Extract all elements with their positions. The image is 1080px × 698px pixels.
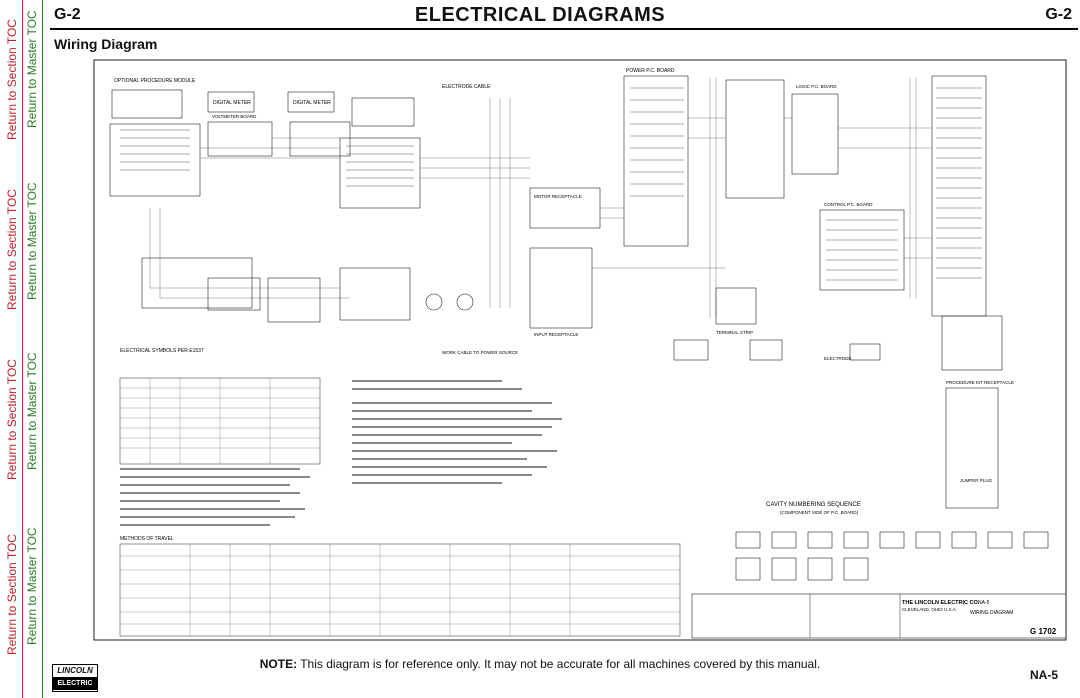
voltmeter-board-label: VOLTMETER BOARD	[212, 114, 257, 119]
reference-note: NOTE: This diagram is for reference only…	[0, 657, 1080, 671]
notes-block	[352, 380, 562, 484]
lincoln-electric-logo: LINCOLN ELECTRIC	[52, 664, 98, 692]
wiring-diagram: OPTIONAL PROCEDURE MODULE DIGITAL METER …	[90, 58, 1072, 648]
section-title: Wiring Diagram	[54, 36, 158, 52]
reference-note-text: This diagram is for reference only. It m…	[300, 657, 821, 671]
page-number: NA-5	[1029, 668, 1058, 682]
symbols-title: ELECTRICAL SYMBOLS PER E1537	[120, 348, 204, 354]
return-to-section-toc-link-1[interactable]: Return to Section TOC	[5, 19, 19, 140]
page-title: ELECTRICAL DIAGRAMS	[414, 4, 666, 26]
wiring-harness	[149, 78, 932, 318]
digital-meter-right: DIGITAL METER	[287, 91, 351, 157]
page-code-left: G-2	[54, 6, 81, 23]
control-pc-board-label: CONTROL P.C. BOARD	[824, 202, 873, 207]
title-block-drawing: WIRING DIAGRAM	[970, 610, 1013, 616]
header-rule	[50, 28, 1078, 30]
work-cable-label: WORK CABLE TO POWER SOURCE	[442, 350, 518, 355]
wiring-diagram-svg: OPTIONAL PROCEDURE MODULE DIGITAL METER …	[93, 59, 1067, 641]
return-to-master-toc-link-3[interactable]: Return to Master TOC	[25, 352, 39, 470]
opm-left-label: OPTIONAL PROCEDURE MODULE	[114, 78, 196, 84]
input-receptacle-label: INPUT RECEPTACLE	[534, 332, 578, 337]
digital-meter-left: DIGITAL METER VOLTMETER BOARD	[207, 91, 273, 157]
return-to-section-toc-link-4[interactable]: Return to Section TOC	[5, 534, 19, 655]
return-to-master-toc-link-2[interactable]: Return to Master TOC	[25, 182, 39, 300]
optional-procedure-module-center	[339, 97, 421, 209]
jumper-plug-label: JUMPER PLUG	[960, 478, 993, 483]
digital-meter-left-label: DIGITAL METER	[213, 100, 251, 106]
power-pc-board-label: POWER P.C. BOARD	[626, 68, 675, 74]
cavity-numbering-block: CAVITY NUMBERING SEQUENCE (COMPONENT SID…	[735, 502, 1049, 581]
master-toc-column	[24, 0, 43, 698]
logo-top-text: LINCOLN	[53, 665, 97, 678]
return-to-master-toc-link-4[interactable]: Return to Master TOC	[25, 527, 39, 645]
terminal-and-cables: TERMINAL STRIP WORK CABLE TO POWER SOURC…	[425, 287, 881, 361]
return-to-section-toc-link-2[interactable]: Return to Section TOC	[5, 189, 19, 310]
electrode-label: ELECTRODE	[824, 356, 852, 361]
terminal-strip-label: TERMINAL STRIP	[716, 330, 753, 335]
procedure-kit-label: PROCEDURE KIT RECEPTACLE	[946, 380, 1014, 385]
lower-left-connectors	[141, 257, 411, 323]
motor-receptacle-label: MOTOR RECEPTACLE	[534, 194, 582, 199]
optional-procedure-module-block: OPTIONAL PROCEDURE MODULE	[109, 78, 201, 197]
cavity-subtitle: (COMPONENT SIDE OF P.C. BOARD)	[780, 510, 859, 515]
section-toc-column	[4, 0, 23, 698]
digital-meter-right-label: DIGITAL METER	[293, 100, 331, 106]
reference-note-prefix: NOTE:	[259, 657, 298, 671]
title-block-code: NA-5	[978, 600, 990, 606]
right-connector-region: PROCEDURE KIT RECEPTACLE JUMPER PLUG	[931, 75, 1014, 509]
title-block: THE LINCOLN ELECTRIC CO. CLEVELAND, OHIO…	[691, 593, 1067, 639]
electrode-cable-label: ELECTRODE CABLE	[442, 84, 491, 90]
methods-title: METHODS OF TRAVEL	[120, 536, 174, 542]
logic-pc-board-label: LOGIC P.C. BOARD	[796, 84, 837, 89]
return-to-section-toc-link-3[interactable]: Return to Section TOC	[5, 359, 19, 480]
logo-bottom-text: ELECTRIC	[53, 678, 97, 690]
title-block-city: CLEVELAND, OHIO U.S.A.	[902, 607, 957, 612]
side-navigation: Return to Section TOC Return to Master T…	[0, 0, 48, 698]
title-block-company: THE LINCOLN ELECTRIC CO.	[902, 600, 980, 606]
methods-of-travel-table: METHODS OF TRAVEL	[119, 536, 681, 637]
cavity-title: CAVITY NUMBERING SEQUENCE	[766, 502, 861, 508]
power-board-region: ELECTRODE CABLE POWER P.C. BOARD MOTOR R…	[442, 68, 689, 337]
return-to-master-toc-link-1[interactable]: Return to Master TOC	[25, 10, 39, 128]
logic-board-region: LOGIC P.C. BOARD CONTROL P.C. BOARD	[725, 79, 905, 291]
title-block-drawing-number: G 1702	[1030, 627, 1057, 636]
electrical-symbols-block: ELECTRICAL SYMBOLS PER E1537	[119, 348, 321, 526]
page-code-right: G-2	[1045, 6, 1072, 23]
